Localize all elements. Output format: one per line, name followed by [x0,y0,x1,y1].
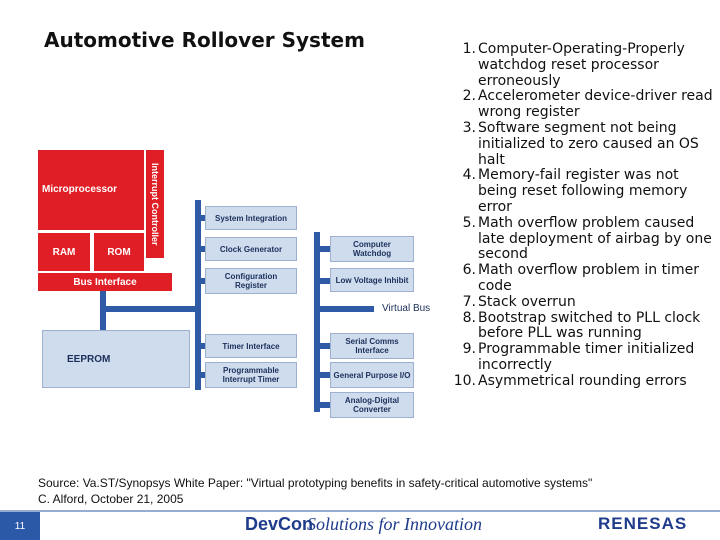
timer-interface-label: Timer Interface [222,341,280,351]
system-integration-block: System Integration [205,206,297,230]
failure-cause-text: Asymmetrical rounding errors [478,372,687,389]
bus-stub-6 [320,246,330,252]
failure-cause-text: Accelerometer device-driver read wrong r… [478,88,713,121]
rom-label: ROM [107,246,131,258]
page-number: 11 [0,512,40,540]
bus-horizontal-link [106,306,200,312]
failure-cause-number: 2. [462,88,476,105]
bus-interface-label: Bus Interface [73,276,137,288]
failure-cause-number: 5. [462,214,476,231]
clock-generator-label: Clock Generator [219,244,283,254]
failure-cause-number: 6. [462,262,476,279]
configuration-register-block: Configuration Register [205,268,297,294]
failure-cause-text: Software segment not being initialized t… [478,119,699,168]
source-citation: Source: Va.ST/Synopsys White Paper: "Vir… [38,475,708,507]
bus-stub-2 [201,246,207,252]
virtual-bus-right-trunk [314,232,320,412]
virtual-bus-line [314,306,374,312]
failure-causes-list: 1.Computer-Operating-Properly watchdog r… [444,41,720,390]
failure-cause-text: Programmable timer initialized incorrect… [478,341,695,373]
bus-vertical-link [100,291,106,330]
failure-cause-item: 3.Software segment not being initialized… [444,119,720,168]
analog-digital-converter-block: Analog-Digital Converter [330,392,414,418]
devcon-logo: DevCon [245,514,314,534]
eeprom-label: EEPROM [67,353,111,365]
failure-cause-item: 2.Accelerometer device-driver read wrong… [444,89,720,121]
computer-watchdog-block: Computer Watchdog [330,236,414,262]
virtual-bus-label: Virtual Bus [382,303,431,314]
bus-stub-5 [201,372,207,378]
footer-tagline: Solutions for Innovation [307,514,482,534]
general-purpose-io-block: General Purpose I/O [330,362,414,388]
source-line-2: C. Alford, October 21, 2005 [38,492,184,506]
failure-cause-item: 10.Asymmetrical rounding errors [444,372,720,390]
virtual-bus-trunk [195,200,201,390]
failure-cause-number: 7. [462,293,476,310]
failure-cause-number: 10. [453,372,476,389]
microprocessor-label: Microprocessor [42,184,118,195]
eeprom-block: EEPROM [42,330,190,388]
bus-stub-10 [320,402,330,408]
source-line-1: Source: Va.ST/Synopsys White Paper: "Vir… [38,476,593,490]
serial-comms-interface-label: Serial Comms Interface [345,337,399,355]
failure-cause-text: Computer-Operating-Properly watchdog res… [478,41,685,89]
failure-cause-number: 4. [462,167,476,184]
failure-cause-number: 3. [462,119,476,136]
rom-block: ROM [94,233,144,271]
programmable-interrupt-timer-label: Programmable Interrupt Timer [222,366,280,384]
failure-cause-item: 4.Memory-fail register was not being res… [444,167,720,215]
failure-cause-text: Math overflow problem in timer code [478,262,699,294]
failure-cause-number: 1. [462,41,476,57]
failure-cause-item: 8.Bootstrap switched to PLL clock before… [444,309,720,343]
serial-comms-interface-block: Serial Comms Interface [330,333,414,359]
failure-cause-number: 8. [462,309,476,326]
footer-bar [0,508,720,540]
bus-stub-1 [201,215,207,221]
ram-label: RAM [52,246,76,258]
failure-cause-text: Stack overrun [478,293,576,310]
general-purpose-io-label: General Purpose I/O [333,370,411,380]
renesas-logo: RENESAS [598,514,688,533]
bus-stub-7 [320,278,330,284]
failure-cause-item: 7.Stack overrun [444,293,720,311]
failure-cause-item: 6.Math overflow problem in timer code [444,262,720,295]
computer-watchdog-label: Computer Watchdog [352,240,392,258]
bus-interface-block: Bus Interface [38,273,172,291]
failure-cause-text: Memory-fail register was not being reset… [478,167,688,215]
microprocessor-block: Microprocessor [38,150,144,230]
timer-interface-block: Timer Interface [205,334,297,358]
analog-digital-converter-label: Analog-Digital Converter [344,396,400,414]
failure-cause-item: 5.Math overflow problem caused late depl… [444,214,720,263]
programmable-interrupt-timer-block: Programmable Interrupt Timer [205,362,297,388]
failure-cause-item: 1.Computer-Operating-Properly watchdog r… [444,41,720,89]
footer-line [0,510,720,512]
bus-stub-8 [320,343,330,349]
configuration-register-label: Configuration Register [224,272,278,290]
failure-cause-item: 9.Programmable timer initialized incorre… [444,341,720,374]
failure-cause-number: 9. [462,341,476,358]
interrupt-controller-label: Interrupt Controller [150,162,160,246]
bus-stub-4 [201,343,207,349]
interrupt-controller-block: Interrupt Controller [146,150,164,258]
low-voltage-inhibit-label: Low Voltage Inhibit [335,275,409,285]
low-voltage-inhibit-block: Low Voltage Inhibit [330,268,414,292]
bus-stub-3 [201,278,207,284]
failure-cause-text: Math overflow problem caused late deploy… [478,214,712,263]
failure-cause-text: Bootstrap switched to PLL clock before P… [478,309,701,342]
ram-block: RAM [38,233,90,271]
slide-title: Automotive Rollover System [44,28,365,52]
system-integration-label: System Integration [214,213,287,223]
bus-stub-9 [320,372,330,378]
clock-generator-block: Clock Generator [205,237,297,261]
